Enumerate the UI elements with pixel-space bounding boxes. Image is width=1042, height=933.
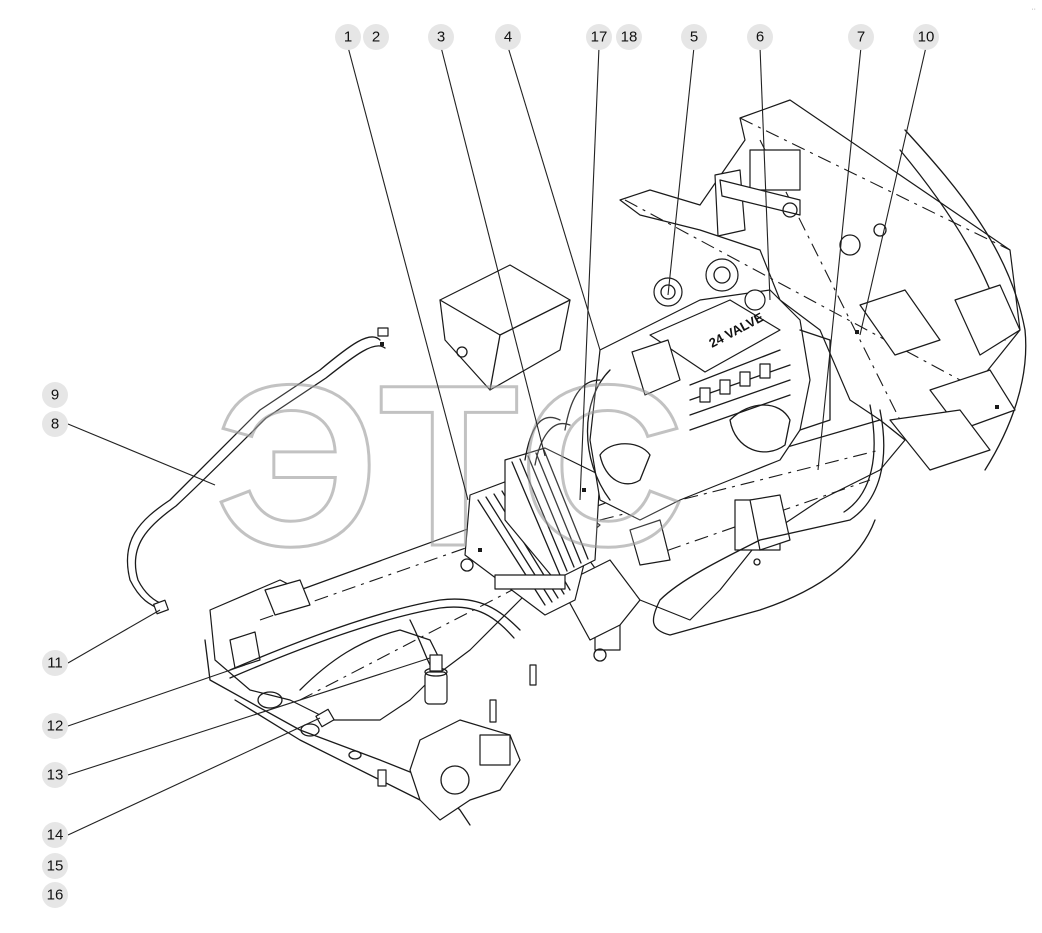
watermark: ЭТС	[214, 336, 687, 596]
radiator-assembly	[460, 447, 601, 616]
callout-4: 4	[495, 24, 521, 50]
hoses-and-pipes	[126, 327, 999, 728]
tank-box	[439, 264, 571, 391]
callout-16: 16	[42, 882, 68, 908]
callout-10: 10	[913, 24, 939, 50]
callout-6: 6	[747, 24, 773, 50]
callout-5: 5	[681, 24, 707, 50]
callout-15: 15	[42, 853, 68, 879]
callout-14: 14	[42, 822, 68, 848]
svg-text:13: 13	[47, 767, 64, 784]
callout-12: 12	[42, 713, 68, 739]
svg-text:12: 12	[47, 718, 64, 735]
svg-text:6: 6	[756, 29, 764, 46]
callout-17: 17	[586, 24, 612, 50]
svg-text:ЭТС: ЭТС	[215, 337, 685, 594]
svg-text:18: 18	[621, 29, 638, 46]
callout-11: 11	[42, 650, 68, 676]
callout-13: 13	[42, 762, 68, 788]
svg-text:14: 14	[47, 827, 64, 844]
corner-mark: ··	[1031, 6, 1036, 13]
svg-text:4: 4	[504, 29, 512, 46]
svg-text:8: 8	[51, 416, 59, 433]
callout-9: 9	[42, 382, 68, 408]
callout-8: 8	[42, 411, 68, 437]
svg-text:10: 10	[918, 29, 935, 46]
svg-text:17: 17	[591, 29, 608, 46]
svg-text:16: 16	[47, 887, 64, 904]
callout-7: 7	[848, 24, 874, 50]
engine-block: 24 VALVE	[586, 258, 831, 566]
svg-text:3: 3	[437, 29, 445, 46]
callout-1: 1	[335, 24, 361, 50]
svg-text:2: 2	[372, 29, 380, 46]
svg-text:1: 1	[344, 29, 352, 46]
callout-3: 3	[428, 24, 454, 50]
leader-lines	[67, 46, 927, 836]
svg-text:15: 15	[47, 858, 64, 875]
svg-text:5: 5	[690, 29, 698, 46]
svg-text:7: 7	[857, 29, 865, 46]
callout-2: 2	[363, 24, 389, 50]
callout-18: 18	[616, 24, 642, 50]
svg-text:11: 11	[47, 655, 63, 672]
svg-text:9: 9	[51, 387, 59, 404]
